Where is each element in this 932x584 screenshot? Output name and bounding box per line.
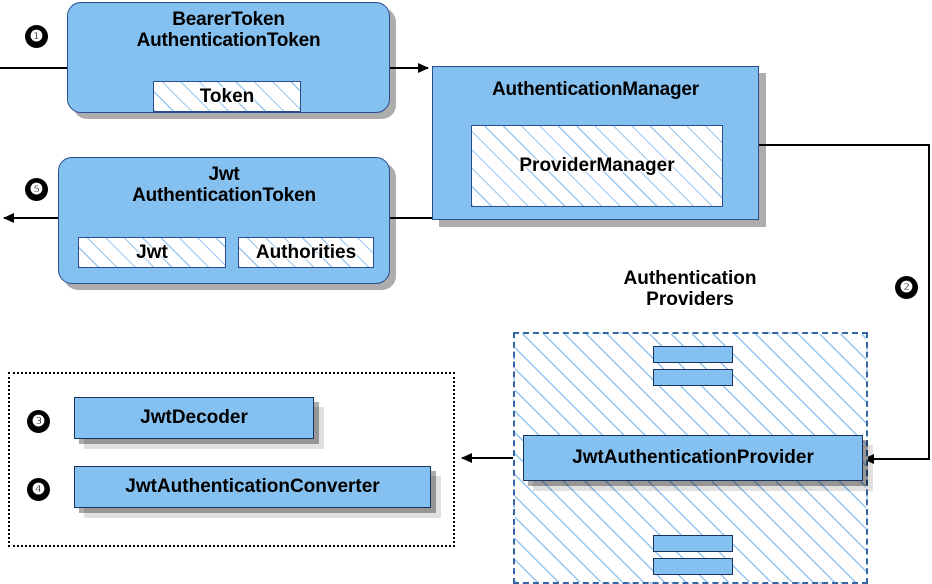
authentication-providers-label: Authentication Providers xyxy=(623,268,757,311)
step-marker-4: ❹ xyxy=(27,478,50,501)
step-marker-5: ❺ xyxy=(25,178,48,201)
authentication-manager-title: AuthenticationManager xyxy=(492,79,699,100)
step-marker-1: ❶ xyxy=(25,25,48,48)
step-marker-2: ❷ xyxy=(895,276,918,299)
jwt-token-inner-authorities: Authorities xyxy=(238,237,374,268)
node-jwt-authentication-token[interactable]: Jwt AuthenticationToken Jwt Authorities xyxy=(58,157,390,284)
provider-stub-top-2 xyxy=(653,369,733,386)
node-bearer-token-authentication-token[interactable]: BearerToken AuthenticationToken Token xyxy=(67,2,390,113)
jwt-token-inner-jwt: Jwt xyxy=(78,237,226,268)
node-authentication-manager[interactable]: AuthenticationManager ProviderManager xyxy=(432,66,759,220)
step-marker-3: ❸ xyxy=(27,410,50,433)
jwt-support-group: JwtDecoder JwtAuthenticationConverter xyxy=(8,372,455,547)
provider-manager-box: ProviderManager xyxy=(471,125,723,207)
node-jwt-authentication-provider[interactable]: JwtAuthenticationProvider xyxy=(523,435,863,481)
provider-stub-top-1 xyxy=(653,346,733,363)
node-jwt-decoder[interactable]: JwtDecoder xyxy=(74,397,314,439)
node-jwt-authentication-converter[interactable]: JwtAuthenticationConverter xyxy=(74,466,431,508)
bearer-token-inner-token: Token xyxy=(153,81,301,112)
jwt-token-title: Jwt AuthenticationToken xyxy=(132,164,316,207)
bearer-token-title: BearerToken AuthenticationToken xyxy=(136,9,321,52)
provider-stub-bottom-2 xyxy=(653,558,733,575)
provider-stub-bottom-1 xyxy=(653,535,733,552)
authentication-providers-group: JwtAuthenticationProvider xyxy=(513,332,868,584)
